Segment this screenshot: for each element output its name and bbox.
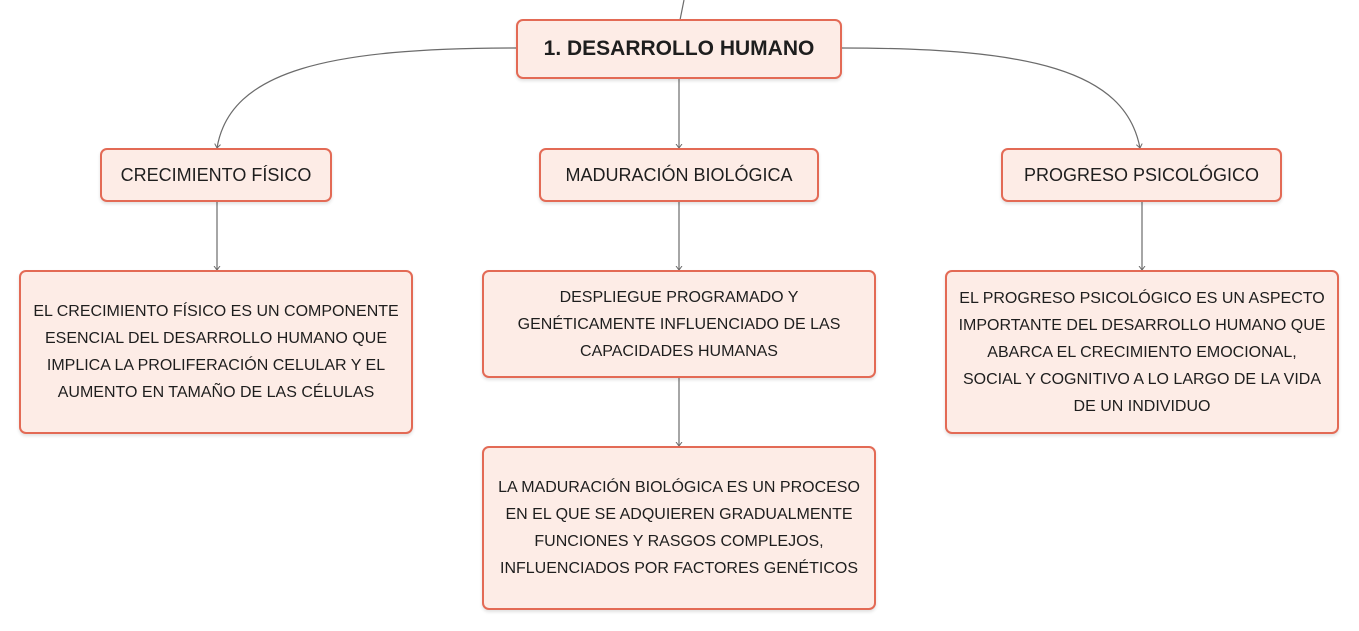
detail-node-progreso-psicologico[interactable]: EL PROGRESO PSICOLÓGICO ES UN ASPECTO IM… — [945, 270, 1339, 434]
topic-node-maduracion-biologica[interactable]: MADURACIÓN BIOLÓGICA — [539, 148, 819, 202]
detail-node-maduracion-biologica-definition[interactable]: DESPLIEGUE PROGRAMADO Y GENÉTICAMENTE IN… — [482, 270, 876, 378]
root-node-desarrollo-humano[interactable]: 1. DESARROLLO HUMANO — [516, 19, 842, 79]
detail-node-maduracion-biologica-process[interactable]: LA MADURACIÓN BIOLÓGICA ES UN PROCESO EN… — [482, 446, 876, 610]
connector-root-to-physical — [217, 47, 517, 148]
topic-node-progreso-psicologico[interactable]: PROGRESO PSICOLÓGICO — [1001, 148, 1282, 202]
topic-node-crecimiento-fisico[interactable]: CRECIMIENTO FÍSICO — [100, 148, 332, 202]
connector-parent-to-root — [679, 0, 685, 21]
detail-node-crecimiento-fisico[interactable]: EL CRECIMIENTO FÍSICO ES UN COMPONENTE E… — [19, 270, 413, 434]
connector-root-to-psychological — [841, 47, 1140, 148]
